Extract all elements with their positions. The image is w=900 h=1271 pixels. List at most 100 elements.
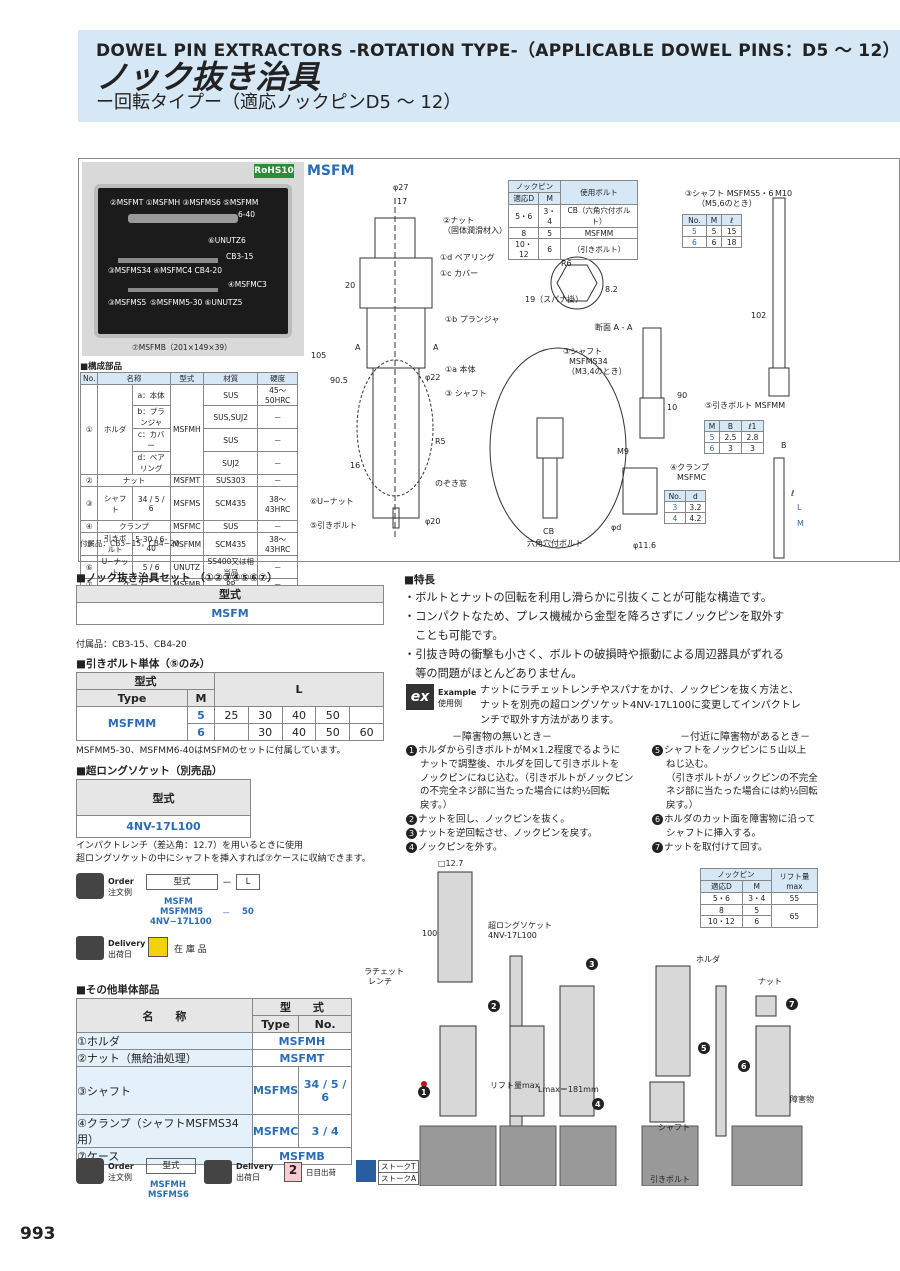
order-example: MSFMH <box>150 1180 186 1190</box>
truck-icon <box>76 936 104 960</box>
svg-text:4NV-17L100: 4NV-17L100 <box>488 931 537 940</box>
order-type-box: 型式 <box>146 1158 196 1174</box>
phone-icon <box>76 873 104 899</box>
socket-note-1: インパクトレンチ（差込角：12.7）を用いるときに使用 <box>76 841 304 851</box>
photo-label: 6-40 <box>238 210 256 219</box>
svg-text:（固体潤滑材入）: （固体潤滑材入） <box>443 225 507 235</box>
svg-text:1: 1 <box>421 1088 427 1097</box>
order-l-box: L <box>236 874 260 890</box>
parts-accessory: 付属品：CB3−15，CB4−20 <box>80 539 180 548</box>
order-type-box: 型式 <box>146 874 218 890</box>
order-label-jp: 注文例 <box>108 888 132 897</box>
days-label: 日目出荷 <box>306 1168 336 1177</box>
svg-text:障害物: 障害物 <box>790 1094 814 1104</box>
delivery-label-jp: 出荷日 <box>108 950 132 959</box>
svg-text:R6: R6 <box>561 259 572 268</box>
svg-text:ナット: ナット <box>758 977 782 986</box>
svg-text:L: L <box>797 503 802 512</box>
svg-text:MSFMS34: MSFMS34 <box>569 357 608 366</box>
photo-label: ③MSFMS34 ④MSFMC4 CB4-20 <box>108 266 222 275</box>
svg-text:102: 102 <box>751 311 766 320</box>
svg-text:105: 105 <box>311 351 326 360</box>
bolt-single-note: MSFMM5-30、MSFMM6-40はMSFMのセットに付属しています。 <box>76 746 346 756</box>
header-band <box>78 30 900 122</box>
svg-text:90.5: 90.5 <box>330 376 348 385</box>
svg-text:6: 6 <box>741 1062 747 1071</box>
bolt-single-title: 引きボルト単体（⑤のみ） <box>76 656 210 671</box>
svg-text:ラチェット: ラチェット <box>364 967 404 976</box>
technical-drawing: φ27 17 ②ナット （固体潤滑材入） ①d ベアリング ①c カバー ①b … <box>310 183 804 559</box>
svg-text:φd: φd <box>611 523 621 532</box>
svg-text:M9: M9 <box>617 447 629 456</box>
subtitle: ー回転タイプー（適応ノックピンD5 ～ 12） <box>96 92 462 113</box>
page-number: 993 <box>20 1224 56 1244</box>
svg-text:16: 16 <box>350 461 360 470</box>
stock-icon <box>148 937 168 957</box>
svg-text:レンチ: レンチ <box>368 977 392 986</box>
other-title: その他単体部品 <box>76 982 160 997</box>
steps-left-title: －障害物の無いとき－ <box>452 732 552 743</box>
svg-text:Lmax＝181mm: Lmax＝181mm <box>538 1085 599 1094</box>
svg-text:六角穴付ボルト: 六角穴付ボルト <box>527 538 583 548</box>
svg-text:100: 100 <box>422 929 437 938</box>
svg-text:8.2: 8.2 <box>605 285 618 294</box>
svg-text:①b プランジャ: ①b プランジャ <box>445 315 499 324</box>
svg-text:④クランプ: ④クランプ <box>670 463 709 472</box>
svg-text:（M5,6のとき）: （M5,6のとき） <box>697 199 757 208</box>
title-en: DOWEL PIN EXTRACTORS -ROTATION TYPE-（APP… <box>96 41 900 61</box>
stroke-a: ストークA <box>378 1172 420 1185</box>
feature-item: 等の問題がほとんどありません。 <box>404 667 583 680</box>
phone-icon <box>76 1158 104 1184</box>
svg-text:シャフト: シャフト <box>658 1123 690 1132</box>
svg-text:⑤引きボルト MSFMM: ⑤引きボルト MSFMM <box>705 401 785 410</box>
svg-text:CB: CB <box>543 527 554 536</box>
svg-text:φ20: φ20 <box>425 517 440 526</box>
order-label: Order <box>108 1162 134 1171</box>
photo-label: ②MSFMT ①MSFMH ③MSFMS6 ⑤MSFMM <box>110 198 259 207</box>
svg-text:③シャフト MSFMS5・6: ③シャフト MSFMS5・6 <box>685 189 773 198</box>
case-image: ②MSFMT ①MSFMH ③MSFMS6 ⑤MSFMM 6-40 ⑥UNUTZ… <box>94 184 292 338</box>
svg-text:超ロングソケット: 超ロングソケット <box>488 920 552 930</box>
svg-text:5: 5 <box>701 1044 707 1053</box>
order-label-jp: 注文例 <box>108 1173 132 1182</box>
svg-text:①c カバー: ①c カバー <box>440 269 478 278</box>
socket-title: 超ロングソケット（別売品） <box>76 763 223 778</box>
svg-text:ℓ: ℓ <box>790 489 794 498</box>
svg-text:10: 10 <box>667 403 677 412</box>
svg-text:B: B <box>781 441 787 450</box>
rohs-badge: RoHS10 <box>254 164 294 178</box>
feature-item: ことも可能です。 <box>404 629 504 642</box>
svg-text:3: 3 <box>589 960 595 969</box>
express-icon <box>356 1160 376 1182</box>
svg-text:φ27: φ27 <box>393 183 408 192</box>
photo-label: CB3-15 <box>226 252 254 261</box>
svg-text:□12.7: □12.7 <box>438 859 463 868</box>
days-badge: 2 <box>284 1162 302 1182</box>
order-example: MSFMS6 <box>148 1190 189 1200</box>
svg-text:20: 20 <box>345 281 355 290</box>
model-name: MSFM <box>307 163 355 179</box>
svg-text:ホルダ: ホルダ <box>696 954 720 964</box>
stock-label: 在 庫 品 <box>174 945 207 955</box>
svg-text:③シャフト: ③シャフト <box>563 347 602 356</box>
svg-text:90: 90 <box>677 391 687 400</box>
delivery-label-jp: 出荷日 <box>236 1173 260 1182</box>
usage-illustration: □12.7 100 超ロングソケット 4NV-17L100 ラチェット レンチ … <box>364 859 814 1186</box>
features-list: ・ボルトとナットの回転を利用し滑らかに引抜くことが可能な構造です。 ・コンパクト… <box>404 588 784 683</box>
svg-text:7: 7 <box>789 1000 795 1009</box>
svg-text:①d ベアリング: ①d ベアリング <box>440 252 495 262</box>
order-example: MSFM <box>164 897 193 907</box>
photo-label: ⑥UNUTZ6 <box>208 236 246 245</box>
parts-title: ■構成部品 <box>80 362 123 372</box>
order-dash: － <box>222 878 232 889</box>
socket-note-2: 超ロングソケットの中にシャフトを挿入すれば⑦ケースに収納できます。 <box>76 854 371 864</box>
svg-text:⑤引きボルト: ⑤引きボルト <box>310 521 357 530</box>
features-title: ■特長 <box>404 574 435 586</box>
svg-text:MSFMC: MSFMC <box>677 473 706 482</box>
